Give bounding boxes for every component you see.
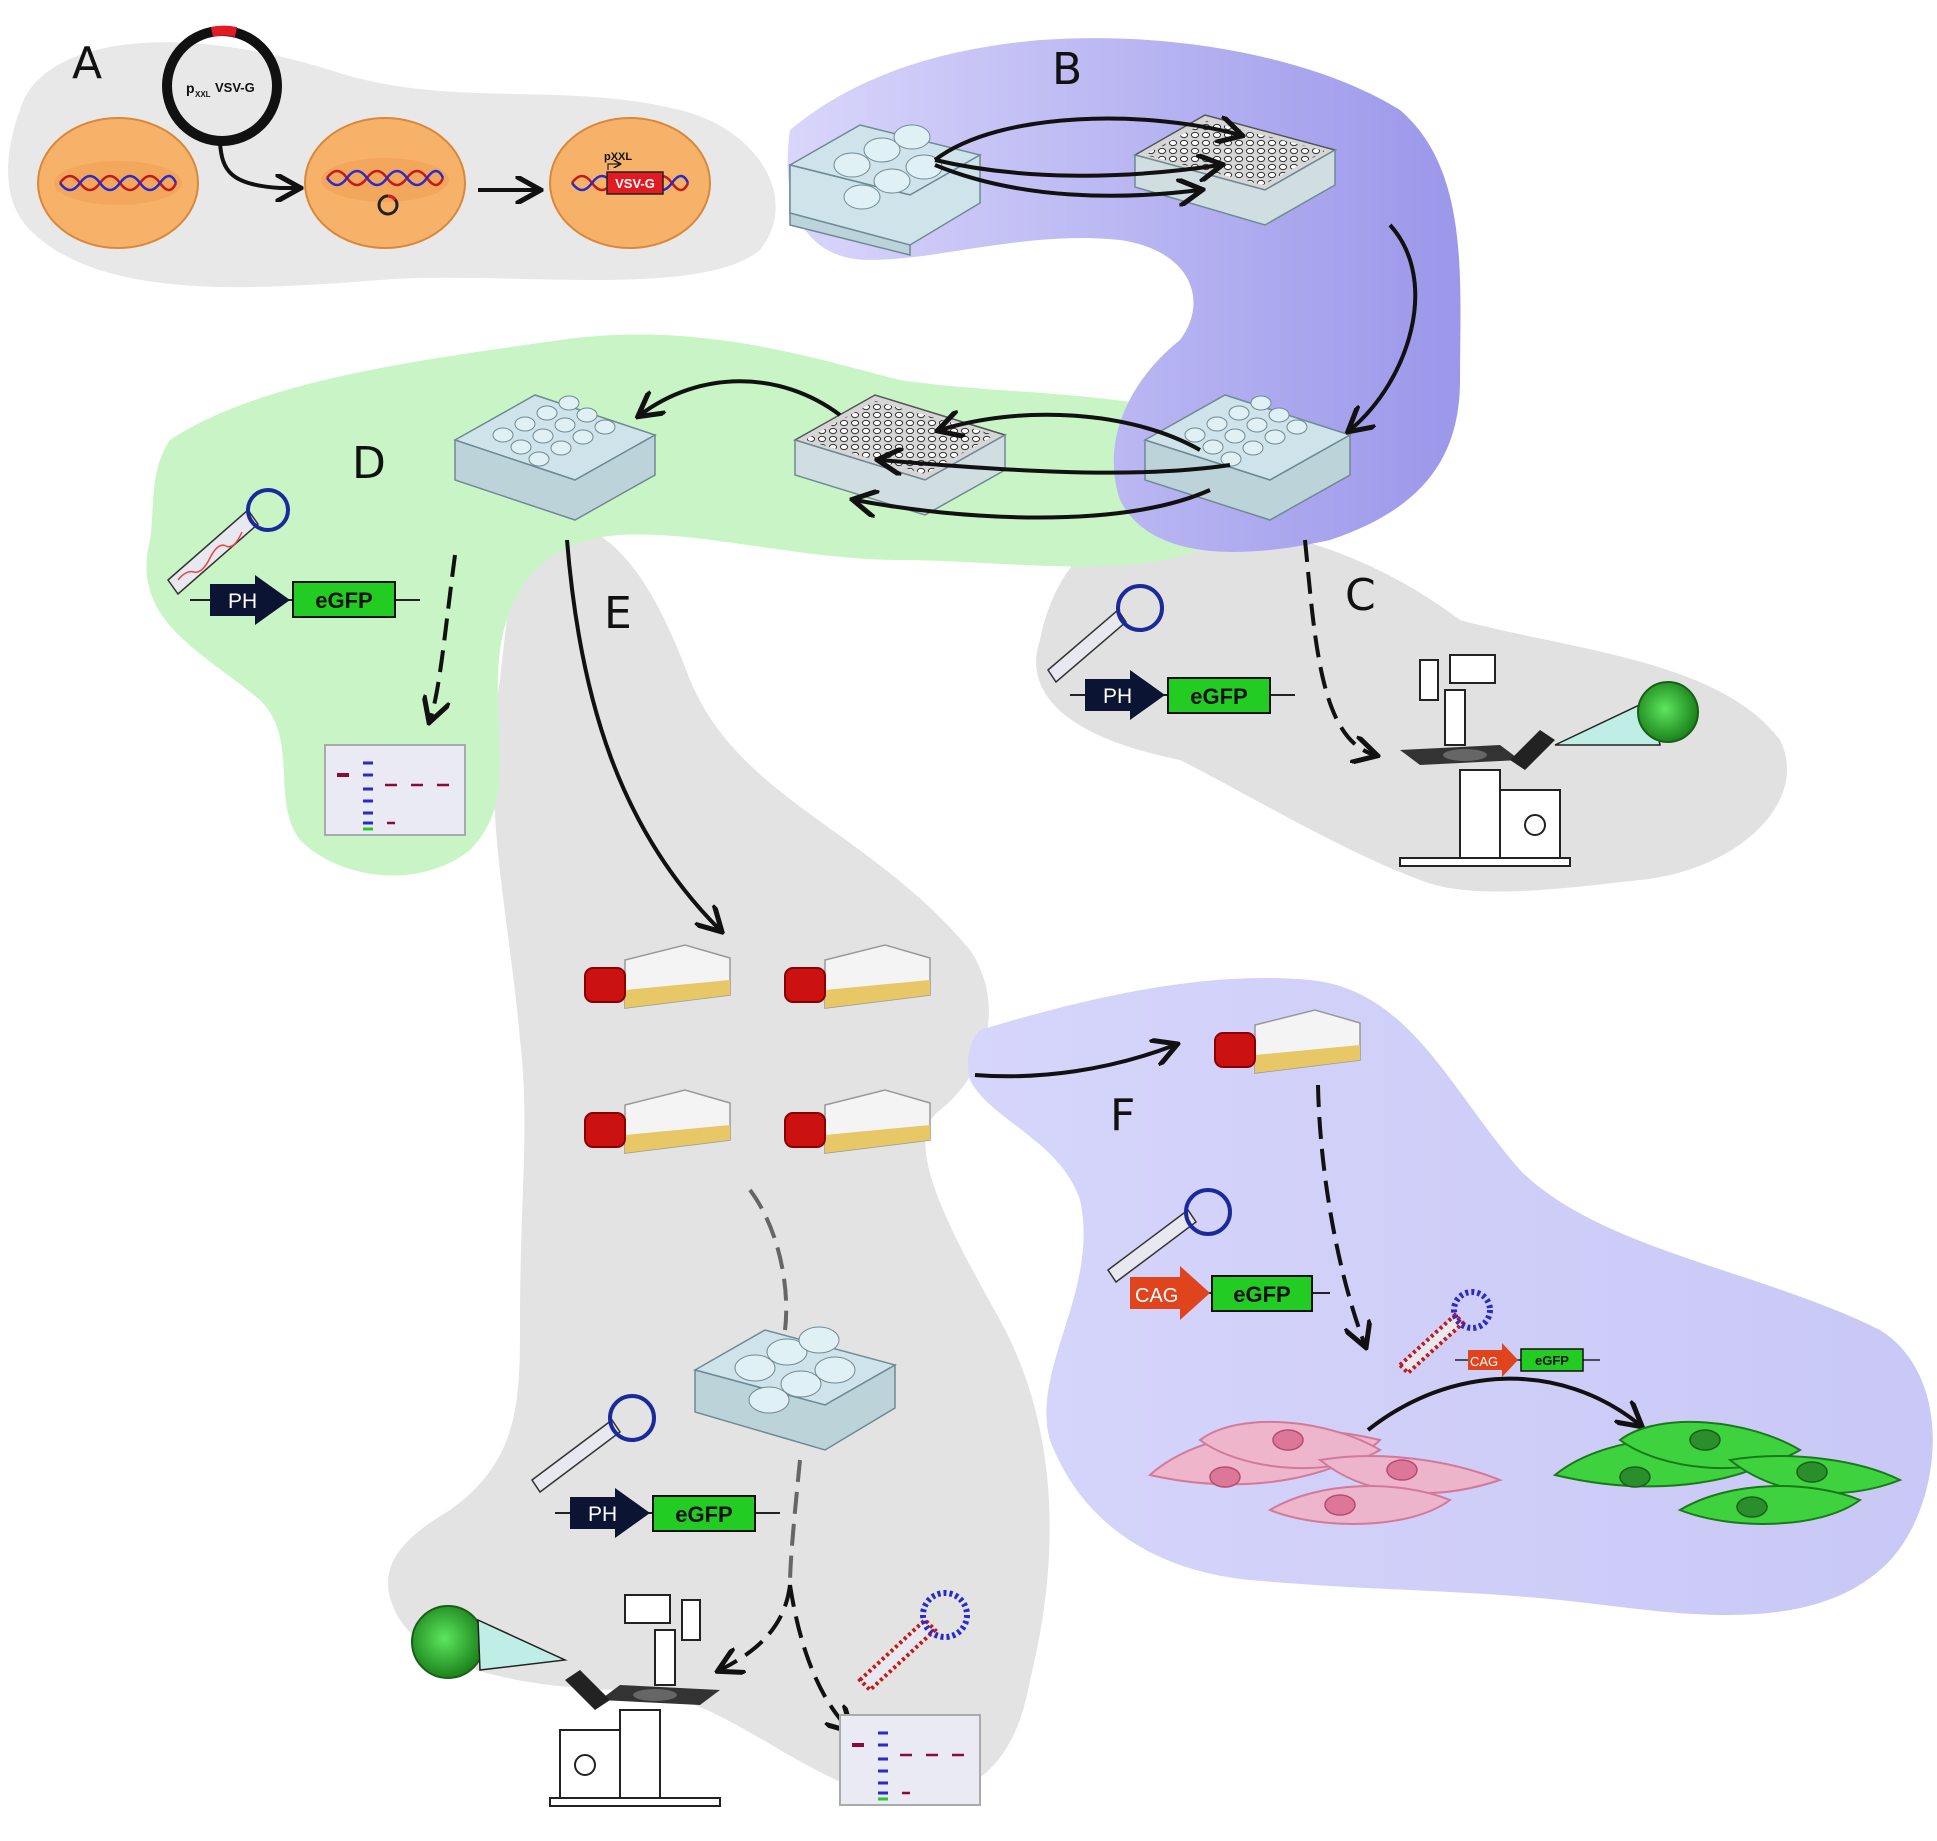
construct-e: PH eGFP — [530, 1394, 780, 1538]
virus-particle-c — [1047, 584, 1164, 684]
arrow-transduction-f — [1366, 1376, 1640, 1432]
ph-label-d: PH — [228, 590, 257, 613]
cag-label-f: CAG — [1135, 1285, 1178, 1307]
plate-24-well-b — [1143, 394, 1352, 521]
arrow-24well-to-96well-d-1 — [940, 415, 1201, 452]
arrow-6well-to-96well-1 — [933, 119, 1240, 162]
egfp-box-c — [1167, 677, 1271, 714]
cell-transfected — [304, 117, 466, 249]
arrow-flasks-to-flask-f — [974, 1045, 1175, 1079]
arrow-6well-to-96well-2 — [934, 160, 1220, 176]
cag-label-f-small: CAG — [1470, 1354, 1498, 1369]
construct-c: PH eGFP — [1047, 584, 1295, 720]
western-blot-e — [839, 1714, 981, 1806]
egfp-label-e: eGFP — [675, 1502, 732, 1527]
egfp-box-f — [1211, 1275, 1313, 1312]
dashed-6well-down — [788, 1459, 802, 1586]
untransduced-cells — [1147, 1420, 1503, 1525]
western-blot-d — [324, 744, 466, 836]
arrow-96well-to-24well-d — [640, 379, 842, 415]
arrow-6well-to-96well-3 — [934, 163, 1200, 196]
arrow-24well-to-flasks — [565, 539, 720, 930]
construct-d: PH eGFP — [166, 488, 420, 625]
egfp-label-f: eGFP — [1233, 1282, 1290, 1307]
egfp-label-c: eGFP — [1190, 684, 1247, 709]
gfp-cell-sphere-e — [411, 1605, 485, 1679]
egfp-box-d — [292, 581, 396, 618]
egfp-box-f-small — [1520, 1348, 1584, 1372]
virus-particle-decorated-e — [857, 1590, 970, 1693]
panel-label-f: F — [1110, 1090, 1135, 1141]
egfp-label-f-small: eGFP — [1535, 1353, 1569, 1368]
construct-f-small: CAG eGFP — [1455, 1343, 1600, 1377]
construct-f: CAG eGFP — [1106, 1188, 1330, 1320]
virus-particle-decorated-f — [1397, 1289, 1493, 1376]
cell-integrated: VSV-G pXXL — [549, 117, 711, 249]
plasmid-promoter-sub: XXL — [195, 90, 211, 99]
virus-particle-e — [530, 1394, 656, 1494]
arrow-24well-to-96well-d-2 — [880, 460, 1231, 473]
plasmid-map: p XXL VSV-G — [162, 25, 282, 146]
untransduced-nuclei — [1209, 1429, 1418, 1516]
virus-particle-d — [166, 488, 290, 596]
arrow-6well-to-microscope-e — [720, 1584, 792, 1670]
flask-e-1 — [584, 944, 731, 1009]
panel-label-a: A — [72, 38, 102, 89]
arrow-flask-to-cells-f — [1316, 1084, 1365, 1345]
panel-label-d: D — [352, 438, 386, 489]
panel-label-c: C — [1345, 570, 1376, 621]
cag-promoter-arrow-f-small — [1468, 1343, 1518, 1377]
plate-24-well-d — [453, 394, 657, 521]
flask-e-2 — [784, 944, 931, 1009]
vsvg-insert-box — [606, 171, 664, 195]
egfp-box-e — [652, 1495, 756, 1532]
vsvg-insert-label: VSV-G — [615, 176, 655, 191]
ph-promoter-arrow-c — [1085, 670, 1165, 720]
arrow-plasmid-to-cell — [218, 142, 298, 188]
arrow-24well-to-96well-d-3 — [855, 490, 1211, 520]
ph-label-e: PH — [588, 1503, 617, 1526]
egfp-label-d: eGFP — [315, 588, 372, 613]
flask-f — [1214, 1009, 1361, 1074]
flask-e-3 — [584, 1089, 731, 1154]
panel-label-e: E — [604, 588, 632, 639]
cag-promoter-arrow-f — [1130, 1266, 1210, 1320]
gfp-cell-sphere-c — [1637, 681, 1699, 743]
region-c-background — [1036, 520, 1788, 892]
microscope-e — [549, 1594, 721, 1807]
microscope-c — [1399, 654, 1571, 867]
cell-wildtype — [37, 117, 199, 249]
virus-particle-f — [1106, 1188, 1232, 1284]
dashed-flasks-to-6well — [748, 1188, 789, 1331]
ph-promoter-arrow-e — [570, 1488, 650, 1538]
beam-cone-e — [477, 1618, 568, 1671]
arrow-96well-to-24well-b — [1350, 223, 1418, 430]
plate-6-well — [788, 124, 982, 256]
pxxl-insert-label: pXXL — [604, 151, 632, 163]
plasmid-promoter-prefix: p — [186, 80, 195, 96]
flask-e-4 — [784, 1089, 931, 1154]
arrow-24well-to-microscope-c — [1303, 539, 1375, 755]
ph-promoter-arrow-d — [210, 575, 290, 625]
ph-label-c: PH — [1103, 685, 1132, 708]
transduced-nuclei — [1619, 1429, 1828, 1518]
panel-label-b: B — [1052, 44, 1082, 95]
plate-6-well-e — [693, 1326, 897, 1451]
plasmid-gene-name: VSV-G — [215, 80, 255, 95]
arrow-d-to-blot — [430, 554, 457, 720]
